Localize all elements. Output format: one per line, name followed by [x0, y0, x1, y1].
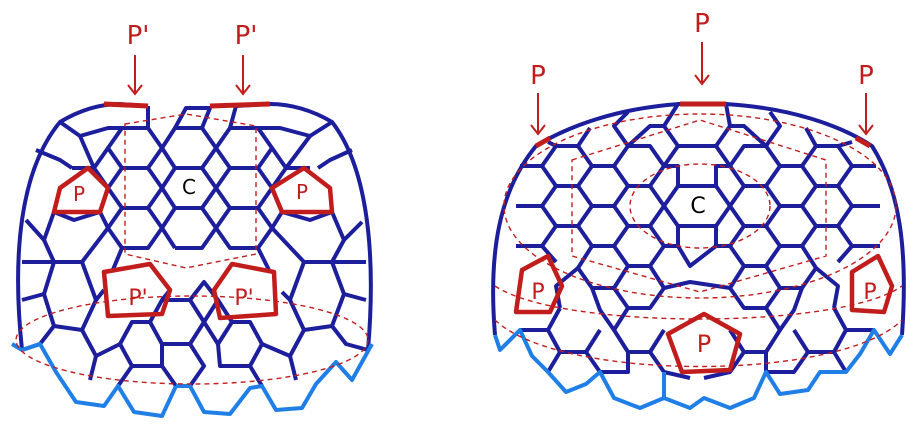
arrow-label: P	[694, 9, 710, 39]
arrow-right-2	[695, 42, 709, 84]
left-cap-lattice	[22, 106, 368, 386]
center-label: C	[690, 194, 705, 219]
arrow-label: P	[858, 61, 874, 91]
pentagon-label: P	[863, 280, 876, 305]
arrow-left-1	[128, 55, 142, 94]
arrow-label: P'	[127, 21, 150, 51]
arrow-label: P	[530, 61, 546, 91]
arrow-label: P'	[235, 21, 258, 51]
pentagon-label: P	[531, 280, 544, 305]
left-cap: P' P' C P P P' P'	[12, 21, 372, 416]
pentagon-label: P'	[128, 286, 147, 311]
arrow-left-2	[236, 55, 250, 94]
left-cap-top-edges	[104, 104, 270, 106]
left-cap-outline	[18, 104, 371, 350]
arrow-right-3	[859, 93, 873, 134]
pentagon-label: P	[296, 180, 308, 204]
pentagon-label: P	[73, 182, 85, 206]
pentagon-label: P'	[234, 286, 253, 311]
center-label: C	[182, 175, 196, 199]
pentagon-label: P	[697, 330, 711, 358]
right-cap-top-edges	[536, 104, 870, 146]
left-cap-arrows	[128, 55, 250, 94]
arrow-right-1	[531, 93, 545, 134]
right-cap: P P P C P P P	[493, 9, 904, 408]
